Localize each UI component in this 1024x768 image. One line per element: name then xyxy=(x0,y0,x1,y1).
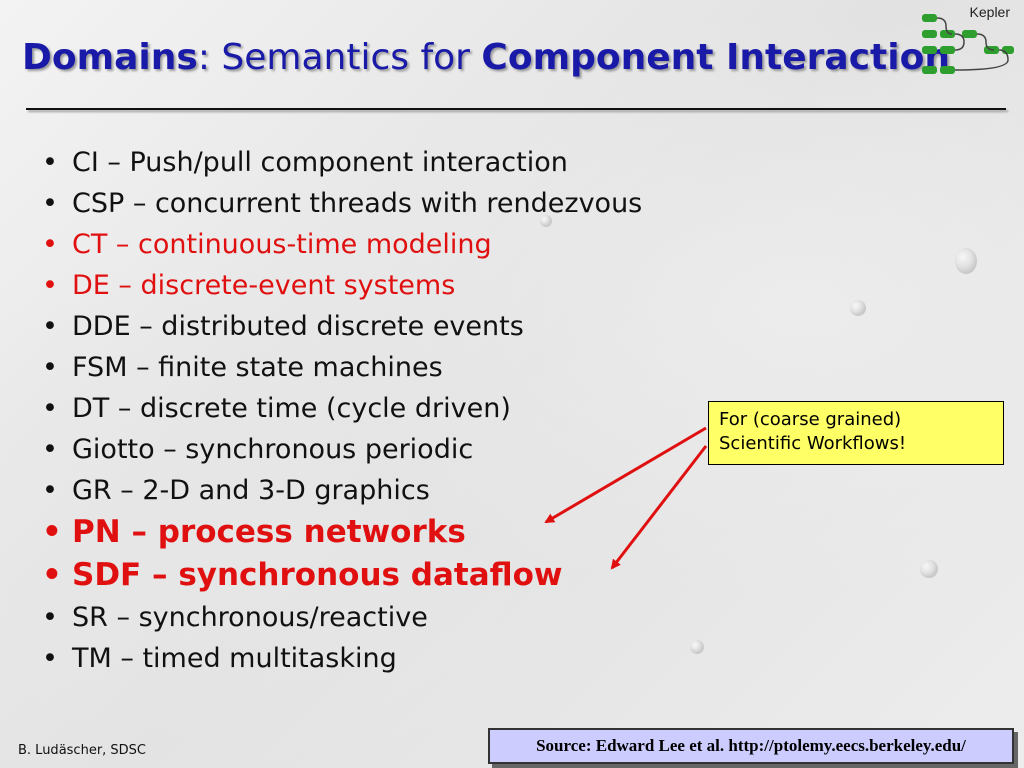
bullet-glyph: • xyxy=(42,229,58,260)
list-item-giotto: • Giotto – synchronous periodic xyxy=(40,429,642,470)
background-crater xyxy=(690,640,704,654)
list-item-text: SR – synchronous/reactive xyxy=(72,602,428,633)
bullet-glyph: • xyxy=(42,557,62,593)
list-item-text: DT – discrete time (cycle driven) xyxy=(72,393,511,424)
callout-line-1: For (coarse grained) xyxy=(719,409,902,430)
kepler-logo-icon: Kepler xyxy=(914,4,1018,78)
bullet-glyph: • xyxy=(42,643,58,674)
title-component-interaction: Component Interaction xyxy=(481,37,950,78)
list-item-tm: • TM – timed multitasking xyxy=(40,638,642,679)
list-item-sdf: • SDF – synchronous dataflow xyxy=(40,554,642,597)
callout-line-2: Scientific Workflows! xyxy=(719,433,907,454)
kepler-logo-graphic xyxy=(922,14,1014,74)
background-crater xyxy=(955,248,977,274)
list-item-pn: • PN – process networks xyxy=(40,511,642,554)
workflow-callout: For (coarse grained) Scientific Workflow… xyxy=(708,401,1004,465)
bullet-glyph: • xyxy=(42,352,58,383)
list-item-fsm: • FSM – finite state machines xyxy=(40,347,642,388)
list-item-text: SDF – synchronous dataflow xyxy=(72,557,563,593)
list-item-ci: • CI – Push/pull component interaction xyxy=(40,142,642,183)
source-citation: Source: Edward Lee et al. http://ptolemy… xyxy=(488,728,1014,764)
bullet-glyph: • xyxy=(42,514,62,550)
list-item-de: • DE – discrete-event systems xyxy=(40,265,642,306)
list-item-text: CSP – concurrent threads with rendezvous xyxy=(72,188,643,219)
bullet-glyph: • xyxy=(42,393,58,424)
list-item-csp: • CSP – concurrent threads with rendezvou… xyxy=(40,183,642,224)
background-crater xyxy=(540,215,552,227)
list-item-text: CI – Push/pull component interaction xyxy=(72,147,568,178)
bullet-glyph: • xyxy=(42,147,58,178)
bullet-glyph: • xyxy=(42,602,58,633)
bullet-glyph: • xyxy=(42,434,58,465)
domain-list: • CI – Push/pull component interaction • C… xyxy=(40,142,642,679)
author-footer: B. Ludäscher, SDSC xyxy=(18,743,147,758)
bullet-glyph: • xyxy=(42,311,58,342)
list-item-dt: • DT – discrete time (cycle driven) xyxy=(40,388,642,429)
list-item-text: Giotto – synchronous periodic xyxy=(72,434,474,465)
list-item-ct: • CT – continuous-time modeling xyxy=(40,224,642,265)
background-crater xyxy=(850,300,866,316)
list-item-sr: • SR – synchronous/reactive xyxy=(40,597,642,638)
list-item-text: GR – 2-D and 3-D graphics xyxy=(72,475,430,506)
list-item-dde: • DDE – distributed discrete events xyxy=(40,306,642,347)
slide-title: Domains: Semantics for Component Interac… xyxy=(22,28,950,88)
list-item-text: FSM – finite state machines xyxy=(72,352,443,383)
bullet-glyph: • xyxy=(42,270,58,301)
bullet-glyph: • xyxy=(42,188,58,219)
title-colon: : xyxy=(197,37,210,78)
background-crater xyxy=(920,560,938,578)
list-item-text: TM – timed multitasking xyxy=(72,643,397,674)
list-item-text: DE – discrete-event systems xyxy=(72,270,456,301)
title-divider xyxy=(26,108,1006,110)
list-item-text: DDE – distributed discrete events xyxy=(72,311,524,342)
list-item-text: PN – process networks xyxy=(72,514,466,550)
list-item-text: CT – continuous-time modeling xyxy=(72,229,492,260)
title-semantics: Semantics for xyxy=(209,37,482,78)
logo-text: Kepler xyxy=(969,4,1010,20)
title-domains: Domains xyxy=(22,37,198,78)
bullet-glyph: • xyxy=(42,475,58,506)
list-item-gr: • GR – 2-D and 3-D graphics xyxy=(40,470,642,511)
